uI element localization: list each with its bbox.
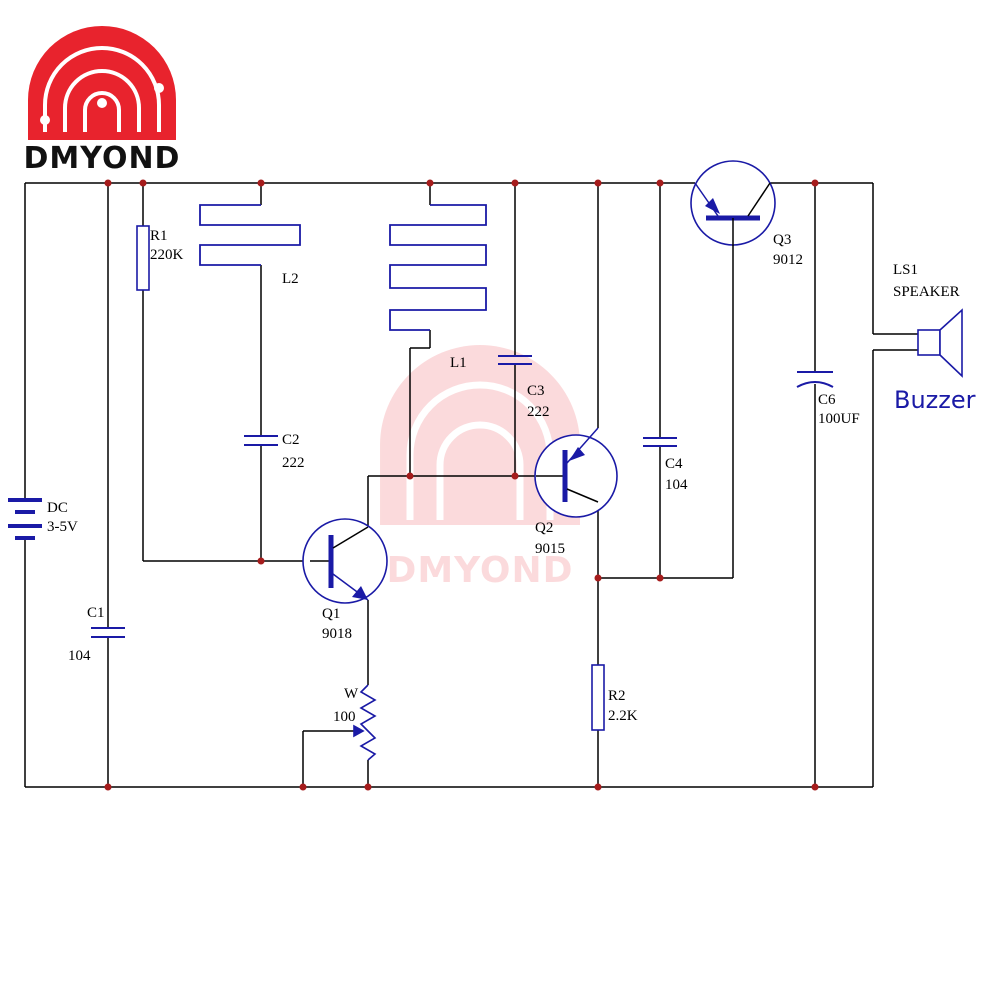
battery-label: DC [47,500,68,516]
c1-value: 104 [68,648,91,664]
c2-value: 222 [282,455,305,471]
capacitor-c2 [244,435,278,446]
q3-label: Q3 [773,232,791,248]
w-label: W [344,686,359,702]
transistor-q3 [690,160,776,246]
q2-label: Q2 [535,520,553,536]
c2-label: C2 [282,432,300,448]
buzzer-label: Buzzer [894,386,976,414]
inductor-l2 [199,204,301,266]
r2-value: 2.2K [608,708,638,724]
speaker-icon [917,308,963,378]
c4-value: 104 [665,477,688,493]
resistor-r2 [591,664,605,731]
r1-label: R1 [150,228,168,244]
w-value: 100 [333,709,356,725]
ls1-label: LS1 [893,262,918,278]
c1-label: C1 [87,605,105,621]
capacitor-c4 [643,437,677,447]
c3-label: C3 [527,383,545,399]
resistor-r1 [136,225,150,291]
l2-label: L2 [282,271,299,287]
c6-value: 100UF [818,411,860,427]
battery-voltage: 3-5V [47,519,78,535]
q1-label: Q1 [322,606,340,622]
junctions [104,179,819,791]
transistor-q2 [534,427,618,518]
watermark-text: DMYOND [386,550,573,591]
capacitor-c3 [498,355,532,365]
brand-name: DMYOND [24,141,181,176]
q1-value: 9018 [322,626,352,642]
potentiometer-w [353,684,377,761]
q2-value: 9015 [535,541,565,557]
l1-label: L1 [450,355,467,371]
capacitor-c1 [91,627,125,638]
wires [24,182,918,788]
capacitor-c6 [796,371,834,388]
q3-value: 9012 [773,252,803,268]
r2-label: R2 [608,688,626,704]
battery-dc [8,498,42,540]
brand-logo: DMYOND [24,26,181,176]
c6-label: C6 [818,392,836,408]
c4-label: C4 [665,456,683,472]
inductor-l1 [389,204,487,331]
ls1-speaker: SPEAKER [893,284,960,300]
r1-value: 220K [150,247,184,263]
c3-value: 222 [527,404,550,420]
transistor-q1 [302,518,388,604]
watermark-logo: DMYOND [380,345,580,591]
